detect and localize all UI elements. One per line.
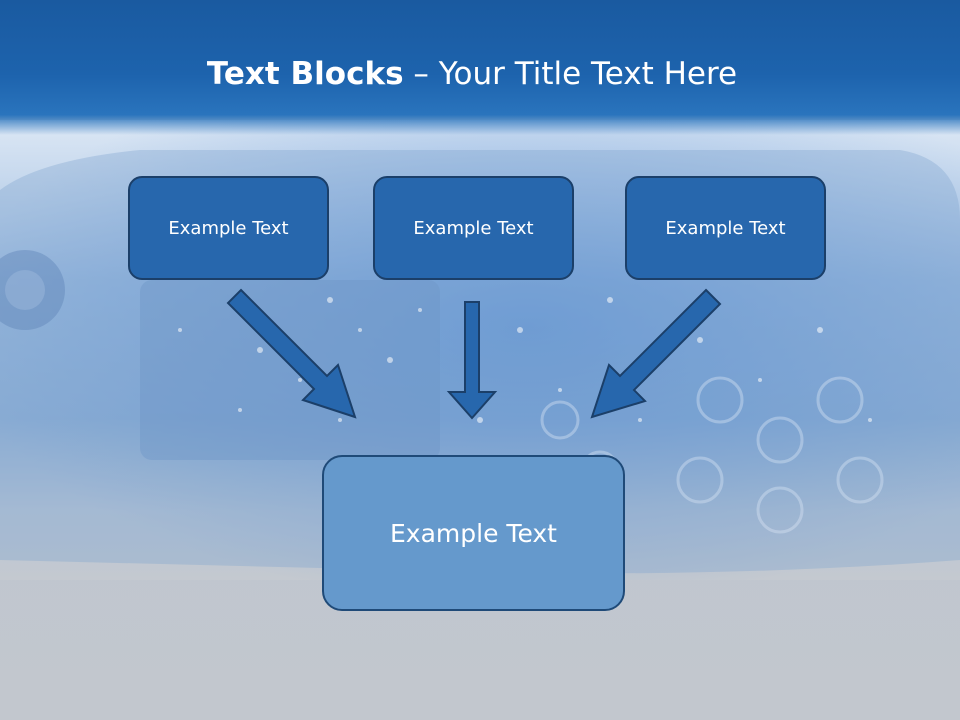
text-block-3-label: Example Text [665, 217, 786, 239]
text-block-1-label: Example Text [168, 217, 289, 239]
arrow-down-icon [446, 301, 498, 420]
text-block-1[interactable]: Example Text [128, 176, 329, 280]
arrow-left-icon [226, 288, 357, 419]
title-bold: Text Blocks [206, 56, 404, 92]
title-rest: – Your Title Text Here [403, 56, 738, 92]
page-title: Text Blocks – Your Title Text Here [0, 52, 944, 96]
text-block-2-label: Example Text [413, 217, 534, 239]
main-text-block-label: Example Text [390, 518, 557, 548]
arrow-right-icon [590, 288, 722, 419]
text-block-2[interactable]: Example Text [373, 176, 574, 280]
text-block-3[interactable]: Example Text [625, 176, 826, 280]
header-band [0, 0, 960, 135]
main-text-block[interactable]: Example Text [322, 455, 625, 611]
